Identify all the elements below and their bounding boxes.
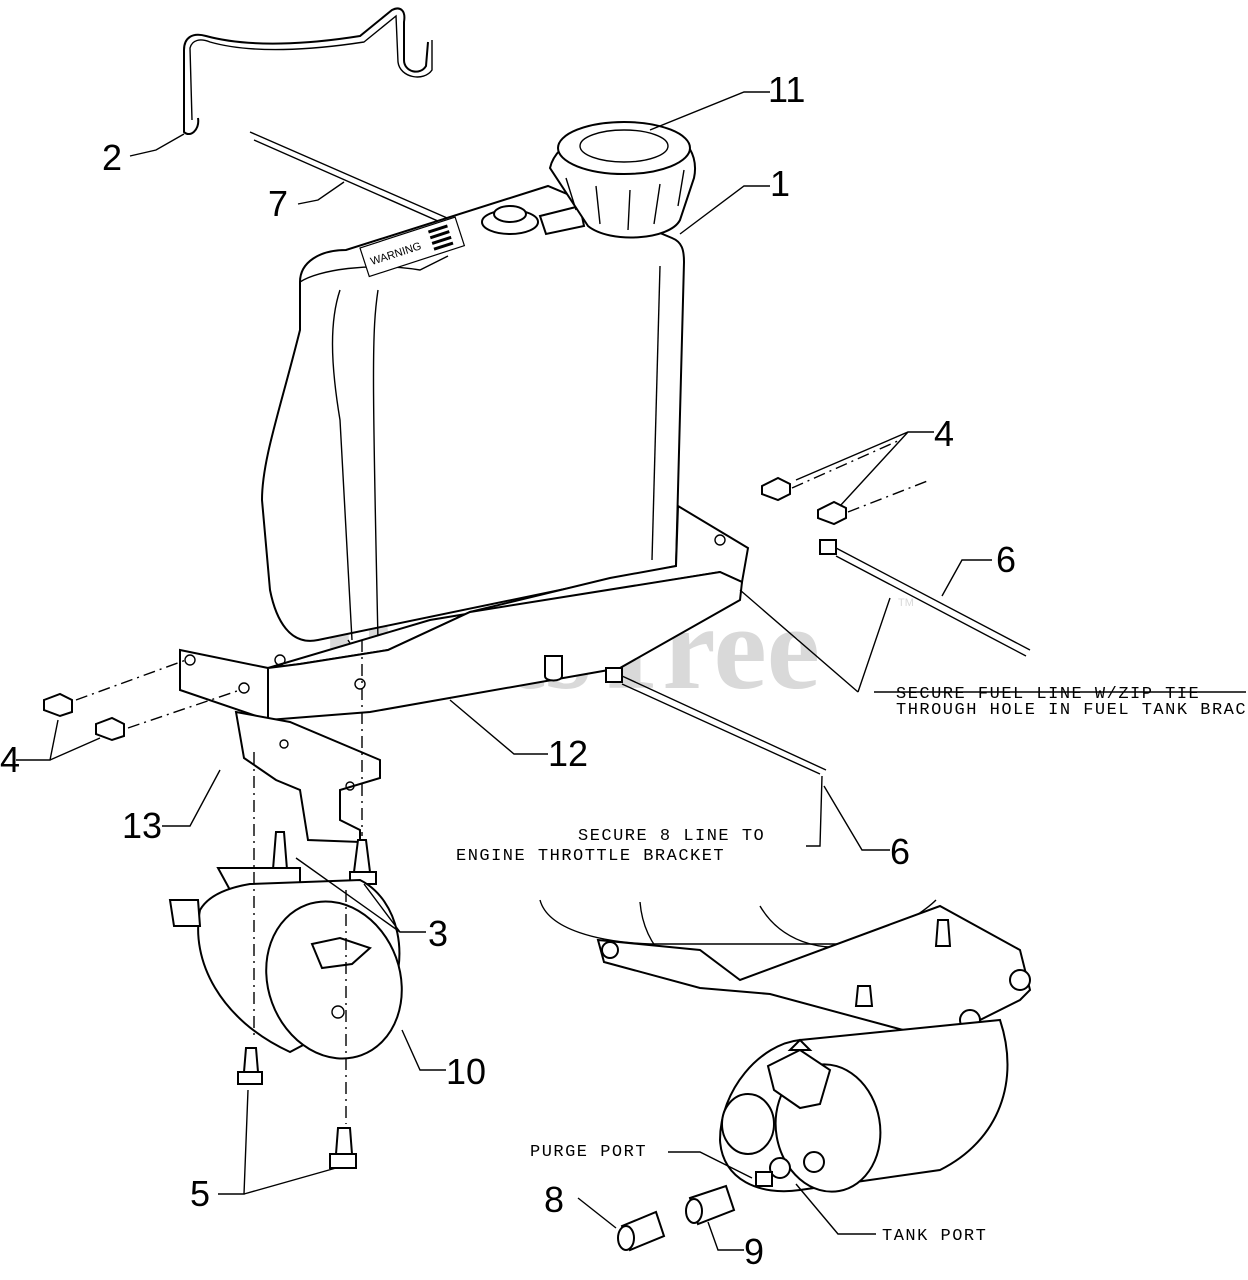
note-fuel-line-1: SECURE FUEL LINE W/ZIP TIE [896,685,1200,704]
cap-9 [685,1184,736,1226]
watermark-tm: TM [898,597,914,609]
callout-numbers: 11 1 2 7 4 6 4 12 13 6 3 10 5 8 9 [0,69,1016,1272]
callout-1: 1 [770,163,790,204]
fuel-cap [548,121,696,239]
note-throttle-1: SECURE 8 LINE TO [578,827,765,846]
callout-2: 2 [102,137,122,178]
push-pin-4c [43,692,73,718]
installed-view [539,899,1032,1193]
note-throttle-2: ENGINE THROTTLE BRACKET [456,847,725,866]
callout-4-upper: 4 [934,413,954,454]
callout-8: 8 [544,1179,564,1220]
note-tank-port: TANK PORT [882,1227,987,1246]
screw-5b [329,1127,357,1169]
fuel-line-hose [183,7,433,136]
callout-3: 3 [428,913,448,954]
cap-8 [617,1210,666,1252]
sub-bracket [234,710,381,844]
callout-12: 12 [548,733,588,774]
leader-lines [16,91,1246,1251]
push-pin-4d [95,716,125,742]
assembly-line [791,439,931,513]
callout-10: 10 [446,1051,486,1092]
callout-7: 7 [268,183,288,224]
tank-bracket [179,504,750,722]
callout-9: 9 [744,1231,764,1272]
callout-11: 11 [768,69,805,110]
push-pin-4b [817,500,847,526]
notes: SECURE FUEL LINE W/ZIP TIE THROUGH HOLE … [456,685,1248,1246]
callout-13: 13 [122,805,162,846]
note-fuel-line-2: THROUGH HOLE IN FUEL TANK BRACKET [896,701,1248,720]
fuel-tank: WARNING [260,184,686,673]
note-purge-port: PURGE PORT [530,1143,647,1162]
callout-6-upper: 6 [996,539,1016,580]
zip-tie-6a [819,539,1031,657]
assembly-line [75,659,241,729]
charcoal-canister [168,867,403,1060]
push-pin-4a [761,476,791,502]
zip-tie-6b [605,667,827,775]
callout-6-lower: 6 [890,831,910,872]
callout-5: 5 [190,1173,210,1214]
assembly-line [345,640,363,1124]
warning-label: WARNING [359,216,466,278]
screw-5a [237,1047,263,1085]
bolt-3b [349,839,377,885]
callout-4-lower: 4 [0,739,20,780]
